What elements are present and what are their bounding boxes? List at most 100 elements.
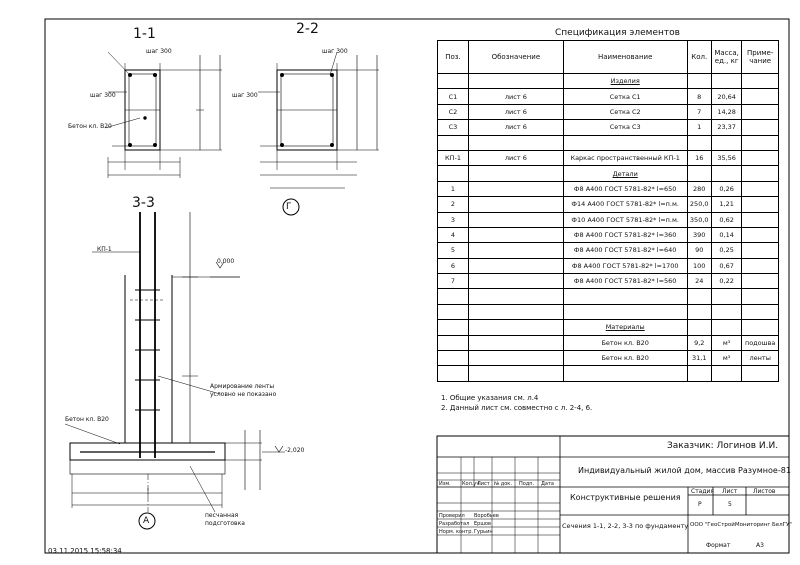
spec-cell-qty: 280 (686, 180, 712, 198)
name-norm-control: Гурьин (474, 529, 493, 535)
spec-cell-designation (467, 257, 564, 275)
spec-cell-mass: 1,21 (710, 196, 743, 213)
spec-cell-note (741, 288, 779, 305)
spec-cell-designation (467, 334, 564, 352)
spec-cell-mass: 23,37 (710, 119, 743, 136)
spec-cell-note (741, 103, 779, 121)
spec-cell-note (741, 180, 779, 198)
spec-row (437, 288, 779, 305)
spec-cell-designation (467, 211, 564, 228)
spec-cell-name: Сетка С3 (562, 119, 688, 136)
spec-cell-qty: 7 (686, 103, 712, 121)
spec-cell-name: Детали (562, 165, 688, 182)
reinforcement-note-2: условно не показано (210, 391, 277, 398)
kp1-label: КП-1 (97, 246, 112, 253)
spec-header-name: Наименование (562, 40, 688, 74)
role-developed: Разработал (439, 521, 470, 527)
spec-cell-qty (686, 365, 712, 382)
axis-bubble-a: А (143, 516, 150, 526)
spec-cell-name (562, 134, 688, 151)
spec-cell-designation (467, 72, 564, 90)
spec-cell-mass (710, 303, 743, 321)
spec-cell-note: ленты (741, 350, 779, 367)
concrete-label-2: Бетон кл. В20 (65, 416, 109, 423)
step-label-2: шаг 300 (90, 92, 116, 99)
spec-cell-mass: 35,56 (710, 149, 743, 167)
spec-cell-note (741, 134, 779, 151)
spec-cell-mass: 0,62 (710, 211, 743, 228)
spec-cell-qty (686, 303, 712, 321)
stage-header: Стадия (691, 488, 715, 495)
spec-cell-qty: 9,2 (686, 334, 712, 352)
spec-cell-designation (467, 226, 564, 244)
spec-cell-designation (467, 165, 564, 182)
section-1-1-drawing (104, 51, 222, 178)
spec-cell-qty: 90 (686, 242, 712, 259)
spec-row: Детали (437, 165, 779, 182)
spec-cell-pos: 2 (437, 196, 469, 213)
spec-header-note: Приме-чание (741, 40, 779, 74)
spec-cell-name: Каркас пространственный КП-1 (562, 149, 688, 167)
spec-cell-pos (437, 165, 469, 182)
spec-cell-note (741, 165, 779, 182)
spec-cell-pos: 1 (437, 180, 469, 198)
spec-cell-note (741, 257, 779, 275)
elevation-zero: 0,000 (217, 258, 235, 265)
role-checked: Проверил (439, 513, 465, 519)
name-checked: Воробьев (474, 513, 499, 519)
section-2-2-title: 2-2 (296, 21, 319, 37)
sheet-header: Лист (722, 488, 738, 495)
elevation-bottom: -2,020 (285, 447, 305, 454)
step-label-3: шаг 300 (322, 48, 348, 55)
spec-cell-pos (437, 288, 469, 305)
col-izm: Изм. (439, 481, 451, 487)
spec-cell-pos: С3 (437, 119, 469, 136)
spec-cell-qty: 100 (686, 257, 712, 275)
spec-cell-note (741, 319, 779, 336)
spec-cell-mass (710, 365, 743, 382)
spec-cell-note: подошва (741, 334, 779, 352)
spec-cell-mass: 0,25 (710, 242, 743, 259)
spec-cell-designation (467, 350, 564, 367)
col-doc: № док. (494, 481, 512, 487)
spec-cell-pos: 3 (437, 211, 469, 228)
spec-cell-mass (710, 134, 743, 151)
spec-cell-pos (437, 319, 469, 336)
reinforcement-note-1: Армирование ленты (210, 383, 275, 390)
spec-cell-name: Ф8 А400 ГОСТ 5781-82* l=650 (562, 180, 688, 198)
role-norm-control: Норм. контр. (439, 529, 473, 535)
spec-cell-note (741, 242, 779, 259)
spec-cell-pos: 7 (437, 273, 469, 290)
spec-cell-qty (686, 134, 712, 151)
spec-cell-name: Бетон кл. В20 (562, 334, 688, 352)
spec-cell-qty: 16 (686, 149, 712, 167)
spec-cell-note (741, 119, 779, 136)
spec-row: Материалы (437, 319, 779, 336)
spec-cell-qty: 250,0 (686, 196, 712, 213)
part-title: Конструктивные решения (570, 493, 681, 502)
spec-cell-designation (467, 242, 564, 259)
spec-row (437, 134, 779, 151)
organization-name: ООО "ГеоСтройМониторинг БелГУ" (690, 522, 792, 528)
spec-cell-pos (437, 72, 469, 90)
project-title: Индивидуальный жилой дом, массив Разумно… (578, 466, 791, 475)
spec-cell-mass: 0,14 (710, 226, 743, 244)
spec-cell-mass: 0,22 (710, 273, 743, 290)
spec-cell-note (741, 88, 779, 105)
axis-bubble-g: Г (286, 202, 292, 212)
spec-cell-pos: С1 (437, 88, 469, 105)
spec-cell-note (741, 196, 779, 213)
spec-cell-note (741, 273, 779, 290)
spec-cell-name (562, 288, 688, 305)
sheet-title: Сечения 1-1, 2-2, 3-3 по фундаменту (562, 522, 689, 530)
spec-cell-name: Ф8 А400 ГОСТ 5781-82* l=640 (562, 242, 688, 259)
